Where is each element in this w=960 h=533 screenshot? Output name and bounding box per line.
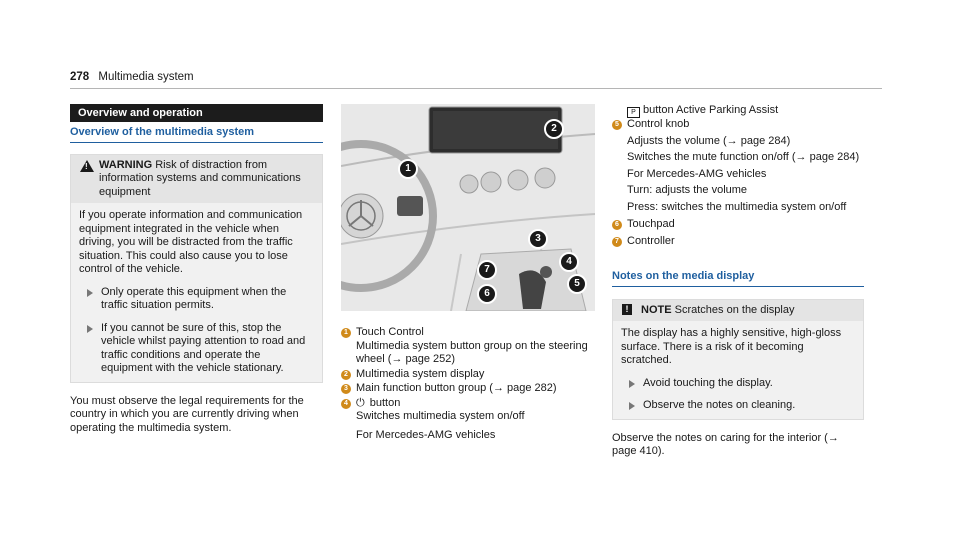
legend-list: 1 Touch Control Multimedia system button… [341, 326, 595, 442]
power-button-icon: ⏻ [356, 396, 365, 409]
legal-paragraph: You must observe the legal requirements … [70, 394, 304, 434]
cockpit-illustration: 2 1 3 4 7 5 6 [341, 104, 595, 311]
parking-camera-icon: P [627, 107, 640, 118]
warning-text: If you operate information and communica… [79, 209, 303, 275]
warning-triangle-icon [80, 159, 94, 172]
legend-label: Multimedia system display [356, 367, 485, 380]
callout-6: 6 [477, 284, 497, 304]
legend-detail: Switches multimedia system on/off [356, 410, 525, 422]
legend-label: button [369, 396, 401, 409]
legend-item-2: 2 Multimedia system display [341, 368, 595, 382]
legend-detail: Switches the mute function on/off (→ pag… [627, 151, 860, 163]
note-title: Scratches on the display [674, 303, 795, 316]
arrow-bullet-icon [87, 324, 93, 333]
warning-bullet-text: If you cannot be sure of this, stop the … [101, 321, 306, 375]
callout-7: 7 [477, 260, 497, 280]
note-body: The display has a highly sensitive, high… [613, 321, 863, 419]
warning-bullet: If you cannot be sure of this, stop the … [79, 322, 314, 376]
legend-detail: Turn: adjusts the volume [627, 184, 748, 196]
note-bullet: Observe the notes on cleaning. [621, 399, 855, 413]
number-badge: 3 [341, 384, 351, 394]
callout-5: 5 [567, 274, 587, 294]
callout-3: 3 [528, 229, 548, 249]
arrow-bullet-icon [629, 402, 635, 410]
arrow-bullet-icon [87, 288, 93, 297]
number-badge: 1 [341, 328, 351, 338]
column-middle: 2 1 3 4 7 5 6 1 Touch Control Multimedia… [341, 104, 595, 443]
page-header: 278 Multimedia system [70, 71, 194, 85]
callout-1: 1 [398, 159, 418, 179]
legend-item-7: 7 Controller [612, 235, 864, 249]
legend-label: Touchpad [627, 218, 675, 230]
subhead-overview: Overview of the multimedia system [70, 126, 323, 143]
number-badge: 4 [341, 398, 351, 409]
warning-title: Risk of distraction from information sys… [99, 158, 301, 198]
note-bullet-text: Avoid touching the display. [643, 376, 773, 389]
note-header: ! NOTE Scratches on the display [613, 299, 863, 321]
arrow-bullet-icon [629, 379, 635, 388]
legend-item-4: 4 ⏻ button Switches multimedia system on… [341, 397, 595, 443]
legend-label: Main function button group (→ page 282) [356, 382, 557, 394]
header-rule [70, 88, 882, 89]
legend-detail: Press: switches the multimedia system on… [627, 200, 847, 213]
legend-label: Touch Control [356, 326, 424, 338]
legend-detail: Adjusts the volume (→ page 284) [627, 134, 791, 147]
continuation-text: button Active Parking Assist [643, 104, 779, 116]
legend-item-5: 5 Control knob Adjusts the volume (→ pag… [612, 118, 864, 214]
warning-header: WARNING Risk of distraction from informa… [71, 154, 322, 203]
note-text: The display has a highly sensitive, high… [621, 327, 842, 366]
chapter-title: Multimedia system [98, 71, 194, 83]
note-label: NOTE [641, 303, 672, 316]
legend-item-6: 6 Touchpad [612, 218, 864, 232]
legend-item-3: 3 Main function button group (→ page 282… [341, 382, 595, 396]
callout-4: 4 [559, 252, 579, 272]
legend-detail: Multimedia system button group on the st… [356, 339, 588, 366]
legend-label: Control knob [627, 118, 690, 130]
note-bullet: Avoid touching the display. [621, 377, 855, 391]
number-badge: 2 [341, 369, 351, 380]
callout-2: 2 [544, 119, 564, 139]
warning-box: WARNING Risk of distraction from informa… [70, 153, 323, 383]
note-box: ! NOTE Scratches on the display The disp… [612, 298, 864, 420]
legend-label: Controller [627, 234, 675, 247]
legend-item-1: 1 Touch Control Multimedia system button… [341, 326, 595, 367]
number-badge: 5 [612, 120, 622, 130]
section-title: Overview and operation [70, 104, 323, 122]
legend-detail: For Mercedes-AMG vehicles [627, 167, 767, 180]
note-bullet-text: Observe the notes on cleaning. [643, 399, 796, 411]
warning-label: WARNING [99, 158, 153, 171]
subhead-media-display: Notes on the media display [612, 270, 864, 287]
warning-body: If you operate information and communica… [71, 203, 322, 382]
warning-bullet-text: Only operate this equipment when the tra… [101, 285, 287, 312]
number-badge: 7 [612, 236, 622, 247]
exclamation-icon: ! [622, 303, 632, 315]
number-badge: 6 [612, 220, 622, 230]
care-paragraph: Observe the notes on caring for the inte… [612, 431, 839, 458]
legend-extra: For Mercedes-AMG vehicles [356, 428, 496, 441]
column-left: Overview and operation Overview of the m… [70, 104, 323, 435]
warning-bullet: Only operate this equipment when the tra… [79, 286, 314, 313]
page-number: 278 [70, 71, 90, 83]
